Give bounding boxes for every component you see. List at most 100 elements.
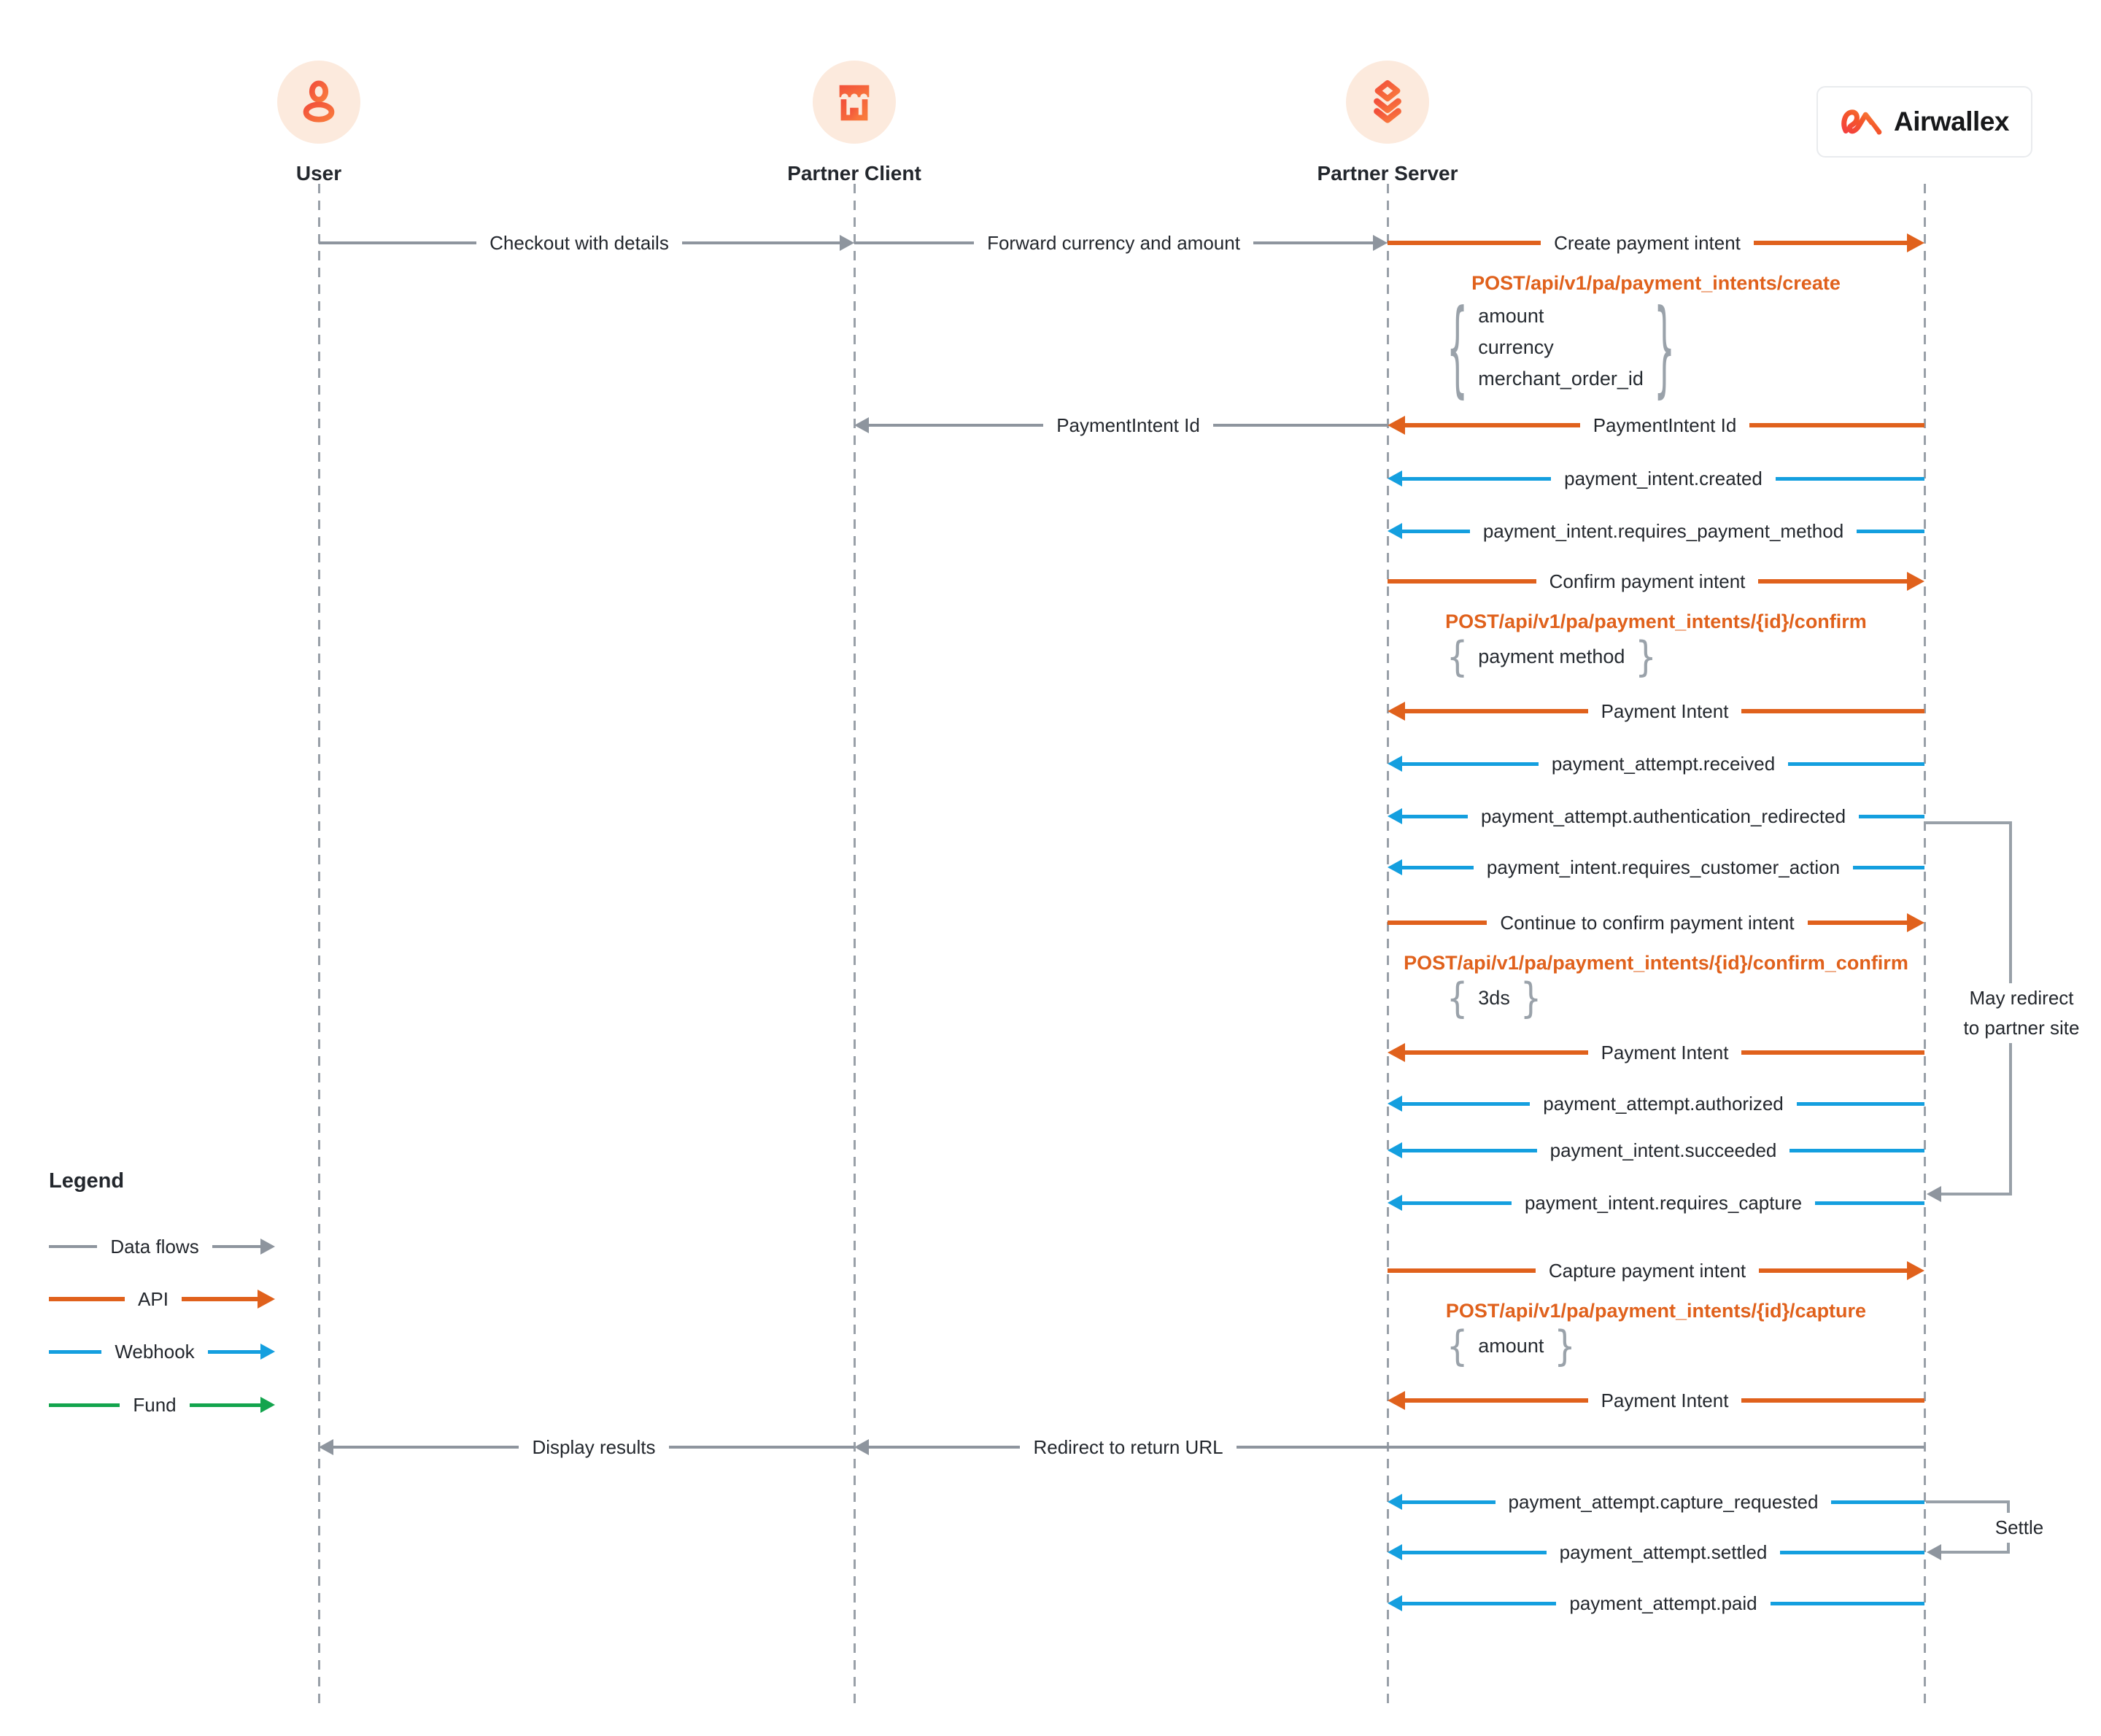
message-line (1402, 476, 1552, 481)
close-brace: } (1554, 1321, 1576, 1371)
message-line (49, 1349, 102, 1354)
arrowhead-left (854, 417, 869, 433)
message-line (1741, 1398, 1925, 1403)
arrowhead-left (1388, 1096, 1402, 1112)
user-icon (303, 80, 335, 123)
message-line (1749, 423, 1924, 427)
message-payment-intent-requires-capture: payment_intent.requires_capture (1388, 1182, 1924, 1223)
api-params: {3ds} (1447, 977, 1541, 1020)
message-label: Payment Intent (1601, 1389, 1729, 1411)
api-endpoint-post-api-v1-pa-payment-intents-create: POST/api/v1/pa/payment_intents/create (1471, 272, 1841, 294)
message-payment-intent-succeeded: payment_intent.succeeded (1388, 1130, 1924, 1171)
layers-icon (1374, 80, 1401, 123)
api-endpoint-post-api-v1-pa-payment-intents-id-capture: POST/api/v1/pa/payment_intents/{id}/capt… (1445, 1300, 1867, 1322)
message-line (1796, 1101, 1925, 1106)
message-label: Payment Intent (1601, 1041, 1729, 1063)
message-checkout-with-details: Checkout with details (319, 222, 854, 263)
message-payment-attempt-received: payment_attempt.received (1388, 743, 1925, 784)
settle-line-top (1926, 1500, 2008, 1503)
actor-avatar-partner-client (813, 61, 896, 144)
message-label: Confirm payment intent (1549, 570, 1746, 592)
message-label: Payment Intent (1601, 700, 1729, 722)
message-line (49, 1245, 98, 1248)
message-line (1388, 579, 1536, 584)
message-label: Forward currency and amount (987, 231, 1240, 254)
message-line (1780, 1550, 1924, 1554)
message-label: payment_intent.succeeded (1549, 1139, 1777, 1161)
message-line (1759, 1268, 1907, 1273)
message-continue-to-confirm-payment-intent: Continue to confirm payment intent (1388, 902, 1924, 943)
message-line (319, 241, 477, 244)
message-line (1402, 1201, 1512, 1205)
message-label: payment_intent.requires_customer_action (1486, 856, 1841, 878)
message-capture-payment-intent: Capture payment intent (1388, 1250, 1924, 1291)
message-line (1758, 579, 1908, 584)
message-line (1741, 709, 1925, 713)
arrowhead-right (260, 1344, 275, 1360)
message-line (333, 1446, 519, 1449)
arrowhead-right (840, 235, 854, 251)
message-forward-currency-and-amount: Forward currency and amount (854, 222, 1388, 263)
may-redirect-line-bottom (1941, 1193, 2011, 1196)
message-label: payment_attempt.authorized (1543, 1092, 1784, 1115)
open-brace: { (1447, 632, 1469, 681)
actor-avatar-user (277, 61, 360, 144)
legend-title: Legend (49, 1169, 125, 1193)
message-line (1402, 1550, 1547, 1554)
legend-item-label: Fund (133, 1393, 177, 1416)
lifeline-user (317, 184, 320, 1705)
message-label: payment_intent.created (1564, 467, 1763, 489)
message-label: Create payment intent (1554, 231, 1741, 254)
message-line (1770, 1601, 1924, 1605)
arrowhead-left (1388, 756, 1402, 772)
message-display-results: Display results (319, 1427, 854, 1468)
arrowhead-left (1388, 1391, 1405, 1410)
may-redirect-line-top (1926, 821, 2011, 824)
message-line (668, 1446, 854, 1449)
api-param-lines: payment method (1478, 645, 1625, 667)
api-endpoint-post-api-v1-pa-payment-intents-id-confirm-confirm: POST/api/v1/pa/payment_intents/{id}/conf… (1404, 952, 1908, 974)
message-line (181, 1297, 258, 1301)
message-payment-intent-created: payment_intent.created (1388, 458, 1925, 499)
legend-item-label: Webhook (115, 1340, 195, 1363)
message-line (1388, 921, 1487, 925)
arrowhead-left (1388, 1494, 1402, 1510)
message-line (1831, 1500, 1924, 1504)
may-redirect-arrowhead-left (1927, 1186, 1941, 1202)
message-line (1405, 423, 1580, 427)
legend-item-label: API (138, 1287, 169, 1310)
arrowhead-left (854, 1439, 869, 1455)
message-label: payment_attempt.settled (1559, 1541, 1768, 1563)
message-line-extension (1388, 1446, 1924, 1449)
message-line (1402, 529, 1470, 533)
message-line (1807, 921, 1907, 925)
api-param-lines: amount (1478, 1334, 1544, 1357)
arrowhead-left (319, 1439, 333, 1455)
message-line (1402, 1148, 1537, 1152)
message-line (1402, 762, 1539, 766)
close-brace: } (1635, 632, 1657, 681)
message-line (1212, 424, 1388, 427)
message-line (49, 1297, 125, 1301)
arrowhead-right (1373, 235, 1388, 251)
open-brace: { (1447, 973, 1469, 1023)
message-line (1405, 709, 1588, 713)
api-param-lines: 3ds (1478, 986, 1510, 1009)
message-line (1402, 1101, 1531, 1106)
message-line (1388, 1268, 1536, 1273)
message-line (1788, 762, 1925, 766)
message-payment-intent: Payment Intent (1388, 1032, 1925, 1073)
settle-line-bottom (1941, 1551, 2008, 1554)
message-payment-intent-requires-payment-method: payment_intent.requires_payment_method (1388, 511, 1924, 551)
arrowhead-right (260, 1239, 276, 1255)
message-label: Redirect to return URL (1033, 1435, 1223, 1458)
message-payment-intent-requires-customer-action: payment_intent.requires_customer_action (1388, 847, 1925, 888)
message-line (1402, 1500, 1496, 1504)
open-brace: { (1447, 286, 1469, 408)
lifeline-airwallex (1923, 184, 1926, 1705)
message-confirm-payment-intent: Confirm payment intent (1388, 561, 1925, 602)
lifeline-partner-client (853, 184, 856, 1705)
message-label: Checkout with details (490, 231, 669, 254)
